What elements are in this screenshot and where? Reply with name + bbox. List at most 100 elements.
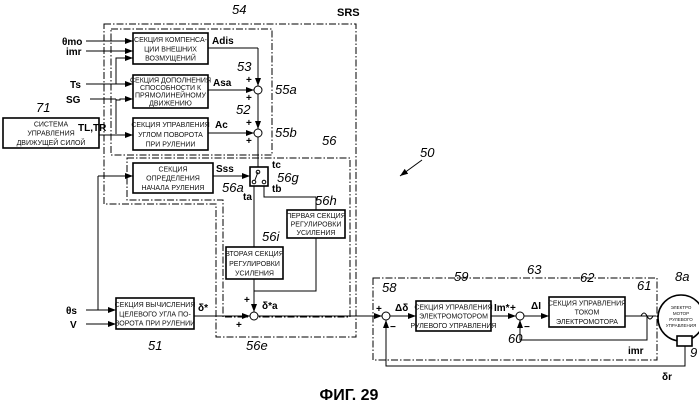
block-text: СПОСОБНОСТИ К <box>140 85 202 92</box>
signal-label-plus: + <box>246 136 252 147</box>
signal-label-delta-r: δr <box>662 372 672 383</box>
block-text: УПРАВЛЕНИЯ <box>27 131 74 138</box>
ref-56h: 56h <box>315 193 337 208</box>
signal-label-adis: Adis <box>212 36 234 47</box>
block-text: ПРИ РУЛЕНИИ <box>146 142 196 149</box>
block-52: СЕКЦИЯ УПРАВЛЕНИЯ УГЛОМ ПОВОРОТА ПРИ РУЛЕН… <box>131 118 209 150</box>
signal-label-imr-fb: imr <box>628 346 644 357</box>
block-62: СЕКЦИЯ УПРАВЛЕНИЯ ТОКОМ ЭЛЕКТРОМОТОРА <box>548 297 626 327</box>
sum-node-58 <box>382 312 390 320</box>
ref-srs: SRS <box>337 7 360 19</box>
ref-55b: 55b <box>275 125 297 140</box>
signal-label-delta-delta: Δδ <box>395 303 408 314</box>
block-text: УСИЛЕНИЯ <box>297 230 336 237</box>
ref-60: 60 <box>508 331 523 346</box>
motor-text: УПРАВЛЕНИЯ <box>666 323 696 328</box>
block-56h: ПЕРВАЯ СЕКЦИЯ РЕГУЛИРОВКИУСИЛЕНИЯ <box>286 210 346 238</box>
signal-label-imr-in: imr <box>66 47 82 58</box>
ref-50: 50 <box>420 145 435 160</box>
ref-61: 61 <box>637 278 651 293</box>
block-text: СЕКЦИЯ ВЫЧИСЛЕНИЯ <box>115 302 196 309</box>
block-text: СЕКЦИЯ УПРАВЛЕНИЯ <box>548 301 626 308</box>
block-text: СИСТЕМА <box>34 122 69 129</box>
motor-text: РУЛЕВОГО <box>669 317 693 322</box>
block-text: ДВИЖУЩЕЙ СИЛОЙ <box>17 138 86 147</box>
ref-9: 9 <box>690 345 697 360</box>
signal-label-sss: Sss <box>216 164 234 175</box>
block-text: СЕКЦИЯ ДОПОЛНЕНИЯ <box>130 77 211 84</box>
ref-54: 54 <box>232 2 246 17</box>
signal-label-ta: ta <box>243 192 252 203</box>
block-text: ПЕРВАЯ СЕКЦИЯ <box>286 213 346 220</box>
signal-label-delta-star: δ* <box>198 303 208 314</box>
signal-label-delta-i: ΔI <box>531 301 541 312</box>
signal-label-theta-s: θs <box>66 306 77 317</box>
ref-8a: 8a <box>675 269 689 284</box>
signal-label-minus: − <box>524 322 530 333</box>
signal-label-plus: + <box>244 295 250 306</box>
ref-59: 59 <box>454 269 468 284</box>
block-text: СЕКЦИЯ УПРАВЛЕНИЯ <box>414 305 492 312</box>
signal-label-delta-star-a: δ*a <box>262 301 278 312</box>
ref-56g: 56g <box>277 170 299 185</box>
ref-56: 56 <box>322 133 337 148</box>
block-53: СЕКЦИЯ ДОПОЛНЕНИЯСПОСОБНОСТИ КПРЯМОЛИНЕЙ… <box>130 75 211 108</box>
block-text: ЭЛЕКТРОМОТОРОМ <box>419 314 488 321</box>
sum-node-56e <box>250 312 258 320</box>
block-text: ОПРЕДЕЛЕНИЯ <box>146 176 200 183</box>
signal-label-tb: tb <box>272 184 281 195</box>
motor-text: ЭЛЕКТРО <box>671 305 692 310</box>
block-51: СЕКЦИЯ ВЫЧИСЛЕНИЯ ЦЕЛЕВОГО УГЛА ПО- ВОРОТА… <box>115 298 196 329</box>
block-text: УСИЛЕНИЯ <box>235 271 274 278</box>
block-text: ЦИИ ВНЕШНИХ <box>144 46 197 53</box>
ref-58: 58 <box>382 280 397 295</box>
figure-title: ФИГ. 29 <box>320 387 379 404</box>
sum-node-55b <box>254 129 262 137</box>
block-text: РУЛЕВОГО УПРАВЛЕНИЯ <box>410 323 496 330</box>
signal-label-plus: + <box>246 118 252 129</box>
block-text: ПРЯМОЛИНЕЙНОМУ <box>135 91 207 100</box>
signal-label-ts: Ts <box>70 80 81 91</box>
block-56i: ВТОРАЯ СЕКЦИЯ РЕГУЛИРОВКИ УСИЛЕНИЯ <box>225 247 284 279</box>
signal-label-minus: − <box>390 322 396 333</box>
block-text: СЕКЦИЯ <box>158 167 187 174</box>
block-text: ЭЛЕКТРОМОТОРА <box>556 319 618 326</box>
block-text: ВОЗМУЩЕНИЙ <box>145 54 196 63</box>
ref-55a: 55a <box>275 82 297 97</box>
signal-label-v: V <box>70 320 77 331</box>
signal-label-plus: + <box>236 320 242 331</box>
ref-63: 63 <box>527 262 542 277</box>
signal-label-ac: Ac <box>215 120 228 131</box>
sum-node-55a <box>254 86 262 94</box>
block-56a: СЕКЦИЯ ОПРЕДЕЛЕНИЯ НАЧАЛА РУЛЕНИЯ <box>133 163 213 193</box>
ref-52: 52 <box>236 102 251 117</box>
block-text: РЕГУЛИРОВКИ <box>291 222 342 229</box>
motor-text: МОТОР <box>673 311 689 316</box>
block-text: УГЛОМ ПОВОРОТА <box>138 132 203 139</box>
block-text: ВТОРАЯ СЕКЦИЯ <box>225 251 284 258</box>
sum-node-60 <box>516 312 524 320</box>
block-text: ДВИЖЕНИЮ <box>149 100 192 107</box>
signal-label-plus: + <box>510 303 516 314</box>
block-text: СЕКЦИЯ КОМПЕНСА- <box>134 37 208 44</box>
ref-56a: 56a <box>222 180 244 195</box>
ref-71: 71 <box>36 100 50 115</box>
block-59: СЕКЦИЯ УПРАВЛЕНИЯ ЭЛЕКТРОМОТОРОМ РУЛЕВОГО … <box>410 301 496 331</box>
block-text: ЦЕЛЕВОГО УГЛА ПО- <box>119 311 191 318</box>
signal-label-sg: SG <box>66 95 81 106</box>
ref-53: 53 <box>237 59 252 74</box>
signal-label-im-star: Im* <box>494 303 510 314</box>
block-text: СЕКЦИЯ УПРАВЛЕНИЯ <box>131 122 209 129</box>
block-54: СЕКЦИЯ КОМПЕНСА- ЦИИ ВНЕШНИХВОЗМУЩЕНИЙ <box>133 33 208 64</box>
signal-label-asa: Asa <box>213 78 232 89</box>
signal-label-tl-tr: TL,TR <box>78 123 107 134</box>
ref-51: 51 <box>148 338 162 353</box>
block-text: НАЧАЛА РУЛЕНИЯ <box>141 185 204 192</box>
block-text: РЕГУЛИРОВКИ <box>229 261 280 268</box>
ref-62: 62 <box>580 270 595 285</box>
block-text: ТОКОМ <box>575 310 600 317</box>
block-text: ВОРОТА ПРИ РУЛЕНИИ <box>115 321 195 328</box>
ref-56e: 56e <box>246 338 268 353</box>
signal-label-plus: + <box>376 304 382 315</box>
